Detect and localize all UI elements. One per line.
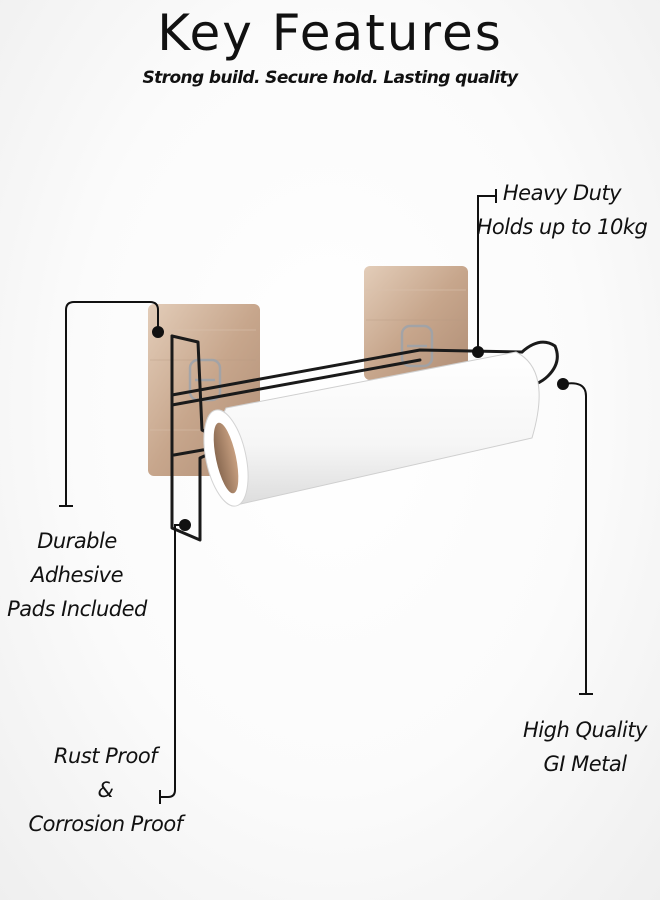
callout-line-adhesive [59,301,164,507]
metal-rack [170,334,559,542]
paper-towel-roll [203,351,540,507]
feature-rust: Rust Proof & Corrosion Proof [18,739,193,841]
feature-adhesive: Durable Adhesive Pads Included [2,524,152,626]
feature-heavy-duty-line2: Holds up to 10kg [476,215,648,239]
feature-heavy-duty-line1: Heavy Duty [502,181,622,205]
feature-rust-line2: & [97,778,114,802]
feature-rust-line1: Rust Proof [53,744,158,768]
adhesive-pad-right [364,266,468,380]
feature-adhesive-line3: Pads Included [7,597,147,621]
callout-line-quality [557,378,593,695]
callout-line-rust [159,519,191,804]
feature-rust-line3: Corrosion Proof [28,812,183,836]
feature-adhesive-line2: Adhesive [30,563,124,587]
feature-quality: High Quality GI Metal [520,713,650,781]
feature-adhesive-line1: Durable [37,529,117,553]
feature-heavy-duty: Heavy Duty Holds up to 10kg [462,176,660,244]
callout-line-heavy-duty [472,189,497,358]
feature-quality-line1: High Quality [523,718,647,742]
page-title: Key Features [157,4,503,62]
feature-quality-line2: GI Metal [543,752,627,776]
page-subtitle: Strong build. Secure hold. Lasting quali… [142,68,518,88]
hook-clip-right [400,324,434,368]
